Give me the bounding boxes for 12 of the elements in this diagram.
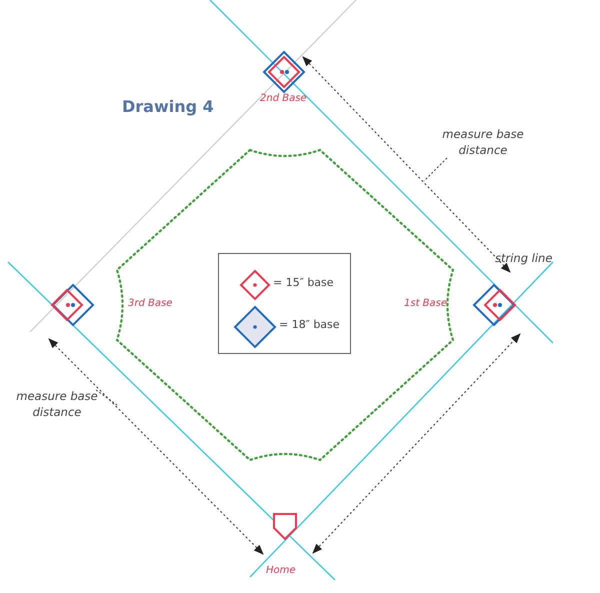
- line-label: string line: [495, 250, 552, 266]
- diagram-title: Drawing 4: [122, 97, 214, 116]
- base-label: 3rd Base: [128, 298, 172, 309]
- dimension-label: measure base distance: [15, 388, 99, 420]
- base-label: 2nd Base: [260, 93, 307, 104]
- legend-label: = 18″ base: [279, 318, 340, 331]
- legend-label: = 15″ base: [273, 276, 334, 289]
- leader-line: [424, 158, 448, 182]
- dimension-label: measure base distance: [441, 126, 525, 158]
- base-label: 1st Base: [404, 298, 448, 309]
- leader-line: [96, 390, 118, 406]
- base-label: Home: [266, 565, 296, 576]
